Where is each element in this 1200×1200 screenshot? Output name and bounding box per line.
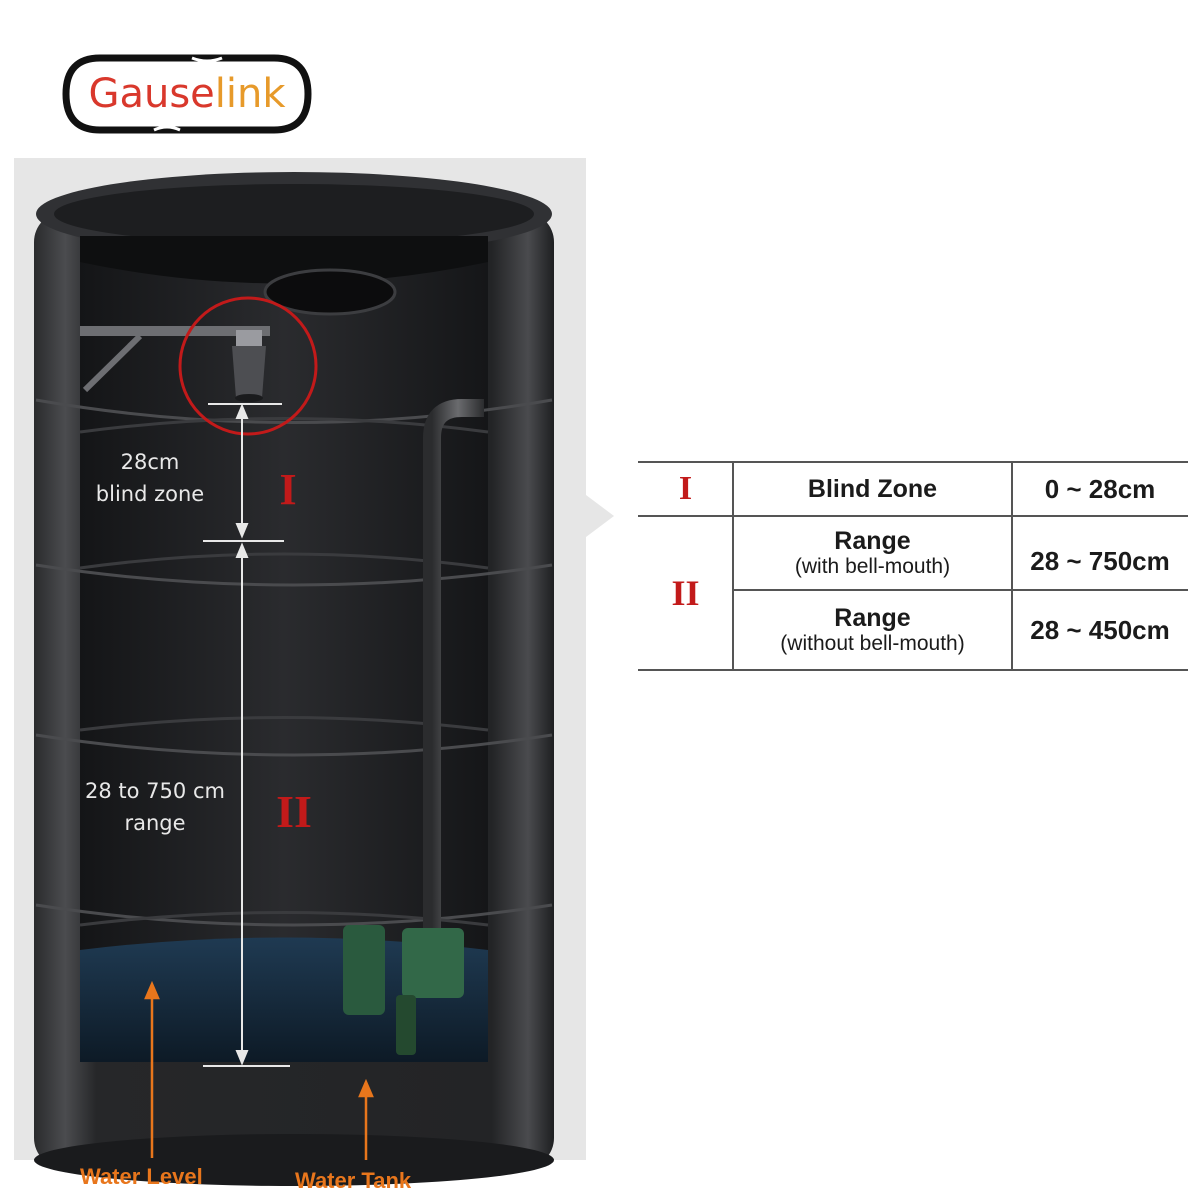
brand-name-part2: link [214,71,286,117]
spec-row-3-name: Range [834,604,911,632]
spec-row-3-note: (without bell-mouth) [780,632,965,655]
zone-1-marker: I [279,465,297,514]
spec-row-1-name: Blind Zone [807,475,938,503]
pipe [423,399,484,935]
table-pointer [586,495,614,537]
spec-row-2-name-cell: Range (with bell-mouth) [733,516,1012,590]
water-level-arrow [144,980,160,1158]
brand-logo [62,54,312,134]
ultrasonic-sensor [232,330,266,402]
spec-row-1-zone: I [678,470,693,507]
submersible-pump [343,925,464,1055]
blind-zone-label-line2: blind zone [95,482,205,506]
blind-zone-label: 28cm blind zone [70,446,230,510]
tank-bottom [34,1134,554,1186]
mount-bracket [80,326,270,336]
zone-2-marker: II [276,786,312,837]
water-tank-label: Water Tank [295,1168,412,1193]
spec-row-3-name-cell: Range (without bell-mouth) [733,590,1012,670]
range-label: 28 to 750 cm range [60,775,250,839]
water-level-label: Water Level [80,1164,203,1189]
spec-row-3-value: 28 ~ 450cm [1030,614,1170,645]
water [80,937,488,1062]
spec-table: I Blind Zone 0 ~ 28cm II Range (with bel… [638,460,1188,672]
spec-row-2-zone: II [671,573,700,613]
hatch [263,268,397,316]
water-tank-arrow [358,1078,374,1160]
blind-zone-label-line1: 28cm [120,450,180,474]
brand-name-part1: Gause [88,71,215,117]
sensor-highlight-ring [178,296,318,436]
spec-row-2-value: 28 ~ 750cm [1030,545,1170,576]
spec-row-1-value: 0 ~ 28cm [1044,473,1156,504]
spec-row-2-name: Range [834,527,911,555]
range-label-line1: 28 to 750 cm [85,779,225,803]
measurement-markers [203,403,290,1067]
spec-table-grid [638,461,1188,671]
spec-row-2-note: (with bell-mouth) [794,555,951,578]
range-label-line2: range [124,811,186,835]
